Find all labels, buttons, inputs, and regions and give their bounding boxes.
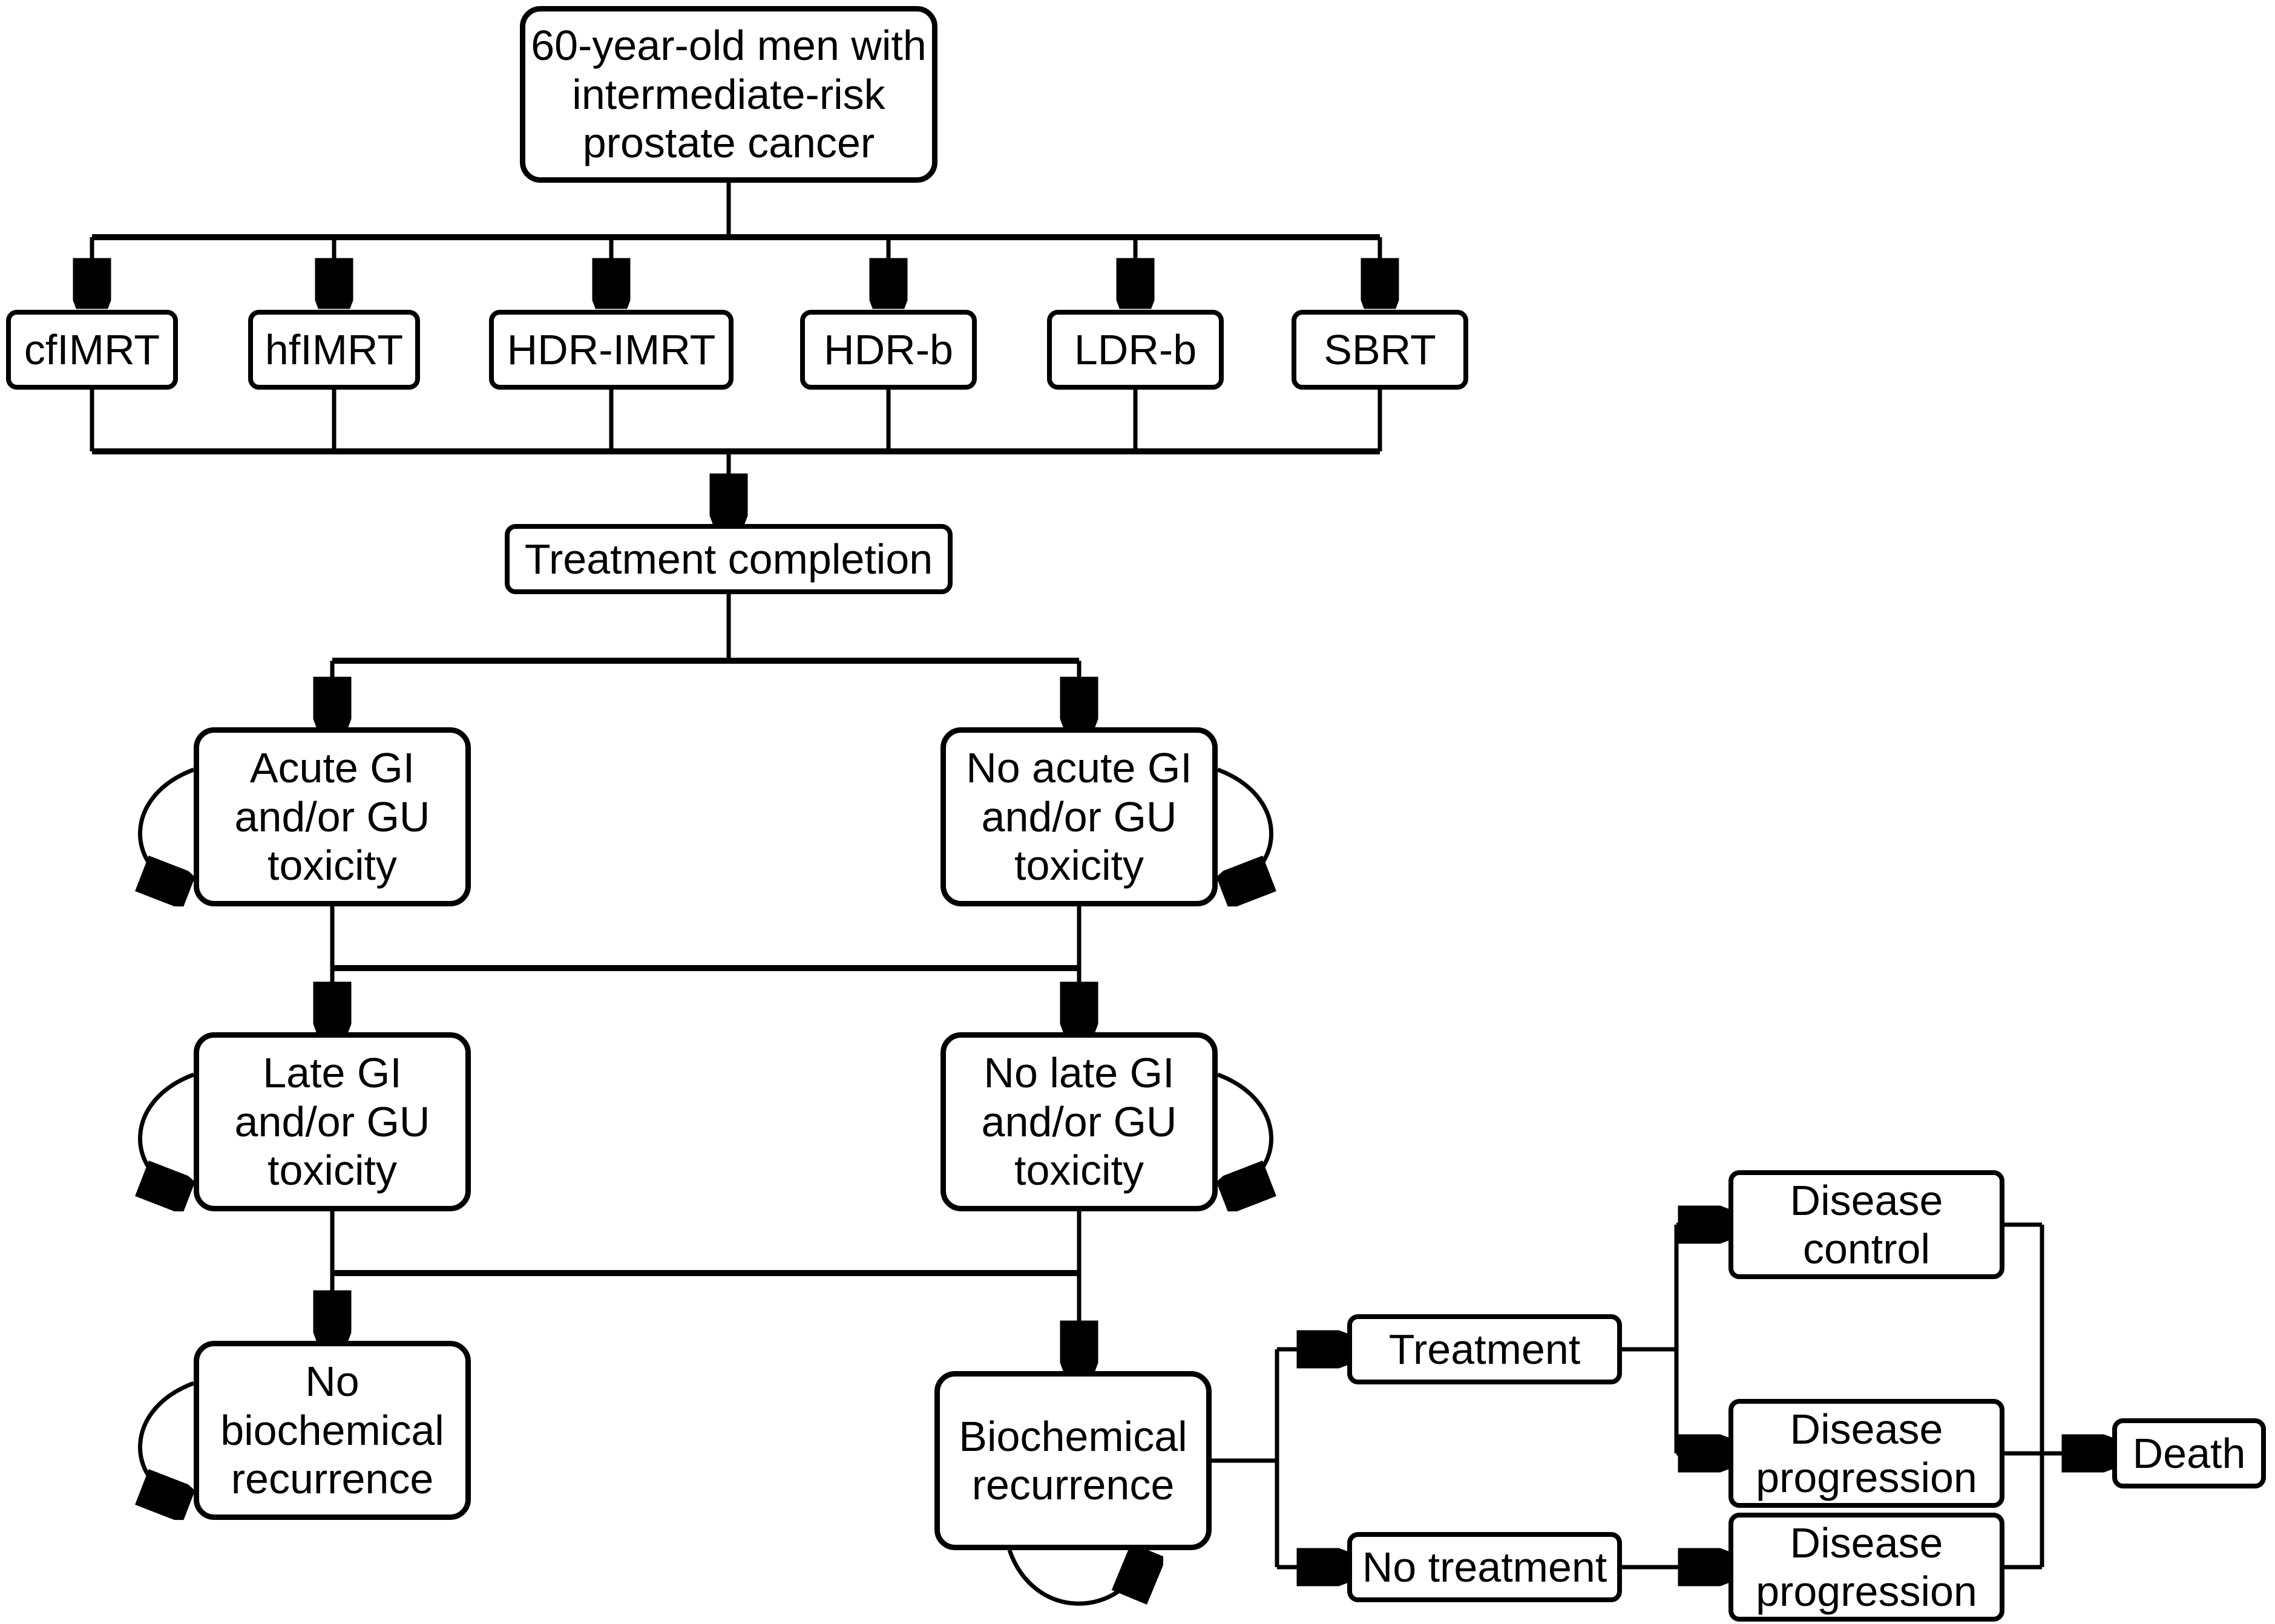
node-hdr-b: HDR-b bbox=[800, 310, 977, 390]
node-start-cohort: 60-year-old men with intermediate-risk p… bbox=[520, 6, 937, 183]
node-no-late-toxicity: No late GI and/or GU toxicity bbox=[941, 1032, 1218, 1211]
node-disease-progression-treated: Disease progression bbox=[1728, 1399, 2004, 1508]
self-loop-no-biorec bbox=[140, 1381, 194, 1503]
node-hdr-imrt: HDR-IMRT bbox=[489, 310, 734, 390]
self-loop-biorec bbox=[1007, 1550, 1146, 1606]
node-treatment-completion: Treatment completion bbox=[505, 524, 953, 594]
node-death: Death bbox=[2112, 1418, 2266, 1488]
node-hfimrt: hfIMRT bbox=[248, 310, 420, 390]
node-late-toxicity: Late GI and/or GU toxicity bbox=[194, 1032, 471, 1211]
node-treatment: Treatment bbox=[1347, 1314, 1622, 1384]
node-biochemical-recurrence: Biochemical recurrence bbox=[934, 1371, 1212, 1550]
node-sbrt: SBRT bbox=[1292, 310, 1468, 390]
node-disease-progression-untreated: Disease progression bbox=[1728, 1513, 2004, 1622]
self-loop-no-late bbox=[1218, 1072, 1272, 1194]
node-disease-control: Disease control bbox=[1728, 1170, 2004, 1279]
node-no-treatment: No treatment bbox=[1347, 1532, 1622, 1602]
node-cfimrt: cfIMRT bbox=[6, 310, 178, 390]
node-no-acute-toxicity: No acute GI and/or GU toxicity bbox=[941, 727, 1218, 906]
node-ldr-b: LDR-b bbox=[1047, 310, 1224, 390]
self-loop-late bbox=[140, 1072, 194, 1194]
self-loop-acute bbox=[140, 767, 194, 889]
self-loop-no-acute bbox=[1218, 767, 1272, 889]
node-no-biochemical-recurrence: No biochemical recurrence bbox=[194, 1341, 471, 1520]
node-acute-toxicity: Acute GI and/or GU toxicity bbox=[194, 727, 471, 906]
